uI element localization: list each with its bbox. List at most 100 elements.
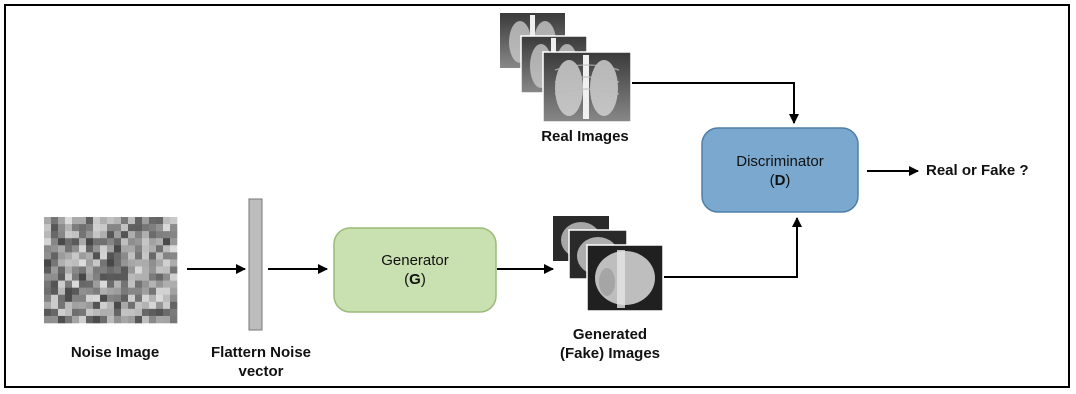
noise-pixel: [86, 224, 94, 232]
noise-pixel: [44, 217, 52, 225]
flatten-noise-vector: [248, 198, 263, 331]
noise-pixel: [86, 252, 94, 260]
noise-pixel: [163, 238, 171, 246]
noise-pixel: [170, 308, 178, 317]
noise-pixel: [121, 301, 129, 310]
noise-pixel: [114, 280, 122, 288]
noise-pixel: [100, 294, 108, 303]
noise-pixel: [93, 280, 101, 288]
noise-pixel: [135, 238, 143, 246]
noise-pixel: [44, 287, 52, 296]
noise-pixel: [170, 259, 178, 267]
noise-pixel: [100, 287, 108, 296]
noise-pixel: [170, 301, 178, 310]
noise-pixel: [128, 308, 136, 317]
noise-pixel: [72, 238, 80, 246]
noise-pixel: [149, 231, 157, 239]
noise-pixel: [135, 259, 143, 267]
noise-pixel: [86, 259, 94, 267]
noise-pixel: [128, 245, 136, 253]
noise-pixel: [149, 273, 157, 281]
noise-pixel: [72, 231, 80, 239]
noise-pixel: [65, 238, 73, 246]
noise-pixel: [114, 294, 122, 303]
noise-pixel: [51, 259, 59, 267]
noise-pixel: [156, 266, 164, 274]
noise-pixel: [107, 294, 115, 303]
noise-pixel: [142, 294, 150, 303]
noise-pixel: [142, 287, 150, 296]
noise-pixel: [128, 287, 136, 296]
noise-pixel: [65, 252, 73, 260]
noise-pixel: [128, 273, 136, 281]
generator-box: [333, 227, 497, 313]
noise-pixel: [135, 315, 143, 324]
noise-pixel: [93, 301, 101, 310]
noise-pixel: [142, 280, 150, 288]
noise-pixel: [121, 231, 129, 239]
noise-pixel: [135, 287, 143, 296]
noise-pixel: [107, 315, 115, 324]
noise-pixel: [58, 245, 66, 253]
noise-pixel: [72, 294, 80, 303]
noise-pixel: [149, 245, 157, 253]
noise-pixel: [163, 252, 171, 260]
noise-pixel: [58, 308, 66, 317]
noise-pixel: [128, 217, 136, 225]
noise-pixel: [107, 259, 115, 267]
noise-pixel: [163, 287, 171, 296]
noise-pixel: [142, 217, 150, 225]
noise-pixel: [135, 245, 143, 253]
noise-pixel: [86, 315, 94, 324]
noise-pixel: [149, 315, 157, 324]
noise-pixel: [121, 273, 129, 281]
noise-pixel: [170, 217, 178, 225]
noise-pixel: [58, 273, 66, 281]
noise-pixel: [156, 287, 164, 296]
noise-pixel: [170, 238, 178, 246]
noise-pixel: [51, 308, 59, 317]
noise-pixel: [79, 252, 87, 260]
noise-pixel: [135, 280, 143, 288]
noise-pixel: [79, 217, 87, 225]
noise-pixel: [86, 308, 94, 317]
real-images-caption: Real Images: [541, 128, 629, 145]
noise-pixel: [86, 245, 94, 253]
noise-pixel: [44, 245, 52, 253]
noise-pixel: [79, 294, 87, 303]
generator-title: Generator: [381, 252, 449, 269]
noise-pixel: [135, 231, 143, 239]
noise-pixel: [107, 266, 115, 274]
noise-pixel: [100, 315, 108, 324]
noise-pixel: [135, 224, 143, 232]
noise-pixel: [72, 308, 80, 317]
noise-pixel: [163, 217, 171, 225]
noise-pixel: [72, 217, 80, 225]
noise-pixel: [58, 266, 66, 274]
noise-pixel: [93, 308, 101, 317]
noise-pixel: [44, 301, 52, 310]
noise-pixel: [107, 238, 115, 246]
noise-pixel: [93, 315, 101, 324]
noise-pixel: [65, 287, 73, 296]
noise-pixel: [65, 266, 73, 274]
noise-pixel: [107, 217, 115, 225]
discriminator-box: [701, 127, 859, 213]
noise-pixel: [86, 231, 94, 239]
noise-pixel: [142, 252, 150, 260]
noise-pixel: [93, 252, 101, 260]
noise-pixel: [114, 252, 122, 260]
noise-pixel: [72, 266, 80, 274]
noise-pixel: [58, 217, 66, 225]
noise-pixel: [93, 287, 101, 296]
noise-pixel: [142, 259, 150, 267]
noise-pixel: [51, 294, 59, 303]
noise-pixel: [79, 315, 87, 324]
flatten-noise-vector-caption: Flattern Noise vector: [210, 344, 312, 380]
noise-pixel: [107, 224, 115, 232]
noise-pixel: [93, 294, 101, 303]
noise-pixel: [65, 280, 73, 288]
noise-pixel: [156, 231, 164, 239]
noise-pixel: [65, 294, 73, 303]
noise-pixel: [128, 224, 136, 232]
